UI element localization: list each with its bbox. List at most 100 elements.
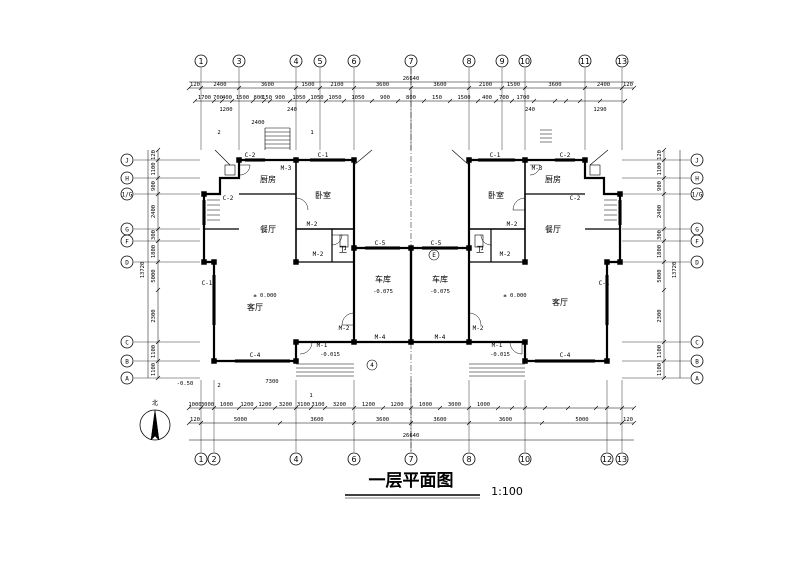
axis-label-bottom: 10: [520, 455, 530, 464]
dim-right-tick: [661, 175, 667, 181]
dim-bottom-1-text: 1200: [258, 402, 271, 408]
dim-top-1-text: 3600: [376, 82, 389, 88]
column: [293, 358, 299, 364]
dim-left-total: 13720: [140, 262, 146, 279]
door-m1-left: [299, 341, 313, 355]
axis-label-left: B: [125, 359, 129, 366]
door-m3-left: [239, 164, 251, 176]
axis-bubble: [120, 234, 134, 248]
axis-bubble: [347, 54, 361, 68]
dim-top-2-tick: [493, 98, 499, 104]
dim-top-2-text: 400: [222, 95, 232, 101]
axis-bubble: [347, 452, 361, 466]
dim-top-2-tick: [267, 98, 273, 104]
dim-right-tick: [661, 226, 667, 232]
dim-top-2-tick: [531, 98, 537, 104]
axis-label-left: G: [125, 227, 129, 234]
axis-bubble: [313, 54, 327, 68]
dim-top-2-text: 1700: [516, 95, 529, 101]
component-label: M-2: [339, 325, 350, 332]
elevation-label: -0.075: [430, 289, 450, 295]
dim-top-2-tick: [287, 98, 293, 104]
axis-label-left: C: [125, 340, 129, 347]
axis-bubble: [207, 452, 221, 466]
dim-top-1-text: 120: [623, 82, 633, 88]
dim-bottom-1-tick: [351, 405, 357, 411]
dim-bottom-1-text: 3200: [279, 402, 292, 408]
axis-bubble: [194, 54, 208, 68]
dim-top-1-text: 1500: [507, 82, 520, 88]
misc-label: 1290: [593, 107, 606, 113]
dim-top-1-text: 2400: [213, 82, 226, 88]
dim-bottom-1-text: 1000: [419, 402, 432, 408]
dim-top-1-tick: [619, 85, 625, 91]
axis-bubble: [495, 54, 509, 68]
component-label: C-2: [560, 152, 571, 159]
component-label: M-2: [473, 325, 484, 332]
dim-top-2-text: 1500: [457, 95, 470, 101]
component-label: C-2: [245, 152, 256, 159]
dim-bottom-1-tick: [509, 405, 515, 411]
dim-bottom-2-tick: [198, 420, 204, 426]
axis-label-bottom: 1: [198, 455, 203, 464]
axis-label-top: 6: [351, 57, 356, 66]
column: [408, 245, 414, 251]
axis-label-top: 1: [198, 57, 203, 66]
dim-bottom-1-text: 3100: [297, 402, 310, 408]
axis-bubble: [518, 54, 532, 68]
axis-bubble: [120, 354, 134, 368]
dim-top-2-tick: [369, 98, 375, 104]
room-living-left: 客厅: [247, 302, 263, 312]
column: [466, 339, 472, 345]
dim-bottom-1-text: 1000: [220, 402, 233, 408]
misc-label: 7300: [265, 379, 278, 385]
dim-right-text: 5000: [657, 269, 663, 282]
dim-right-text: 2400: [657, 205, 663, 218]
column: [466, 157, 472, 163]
dim-left-text: 2400: [151, 205, 157, 218]
axis-label-top: 8: [466, 57, 471, 66]
axis-label-top: 11: [580, 57, 590, 66]
dim-top-2-text: 150: [262, 95, 272, 101]
dim-bottom-1-tick: [542, 405, 548, 411]
column: [522, 259, 528, 265]
elevation-label: -0.015: [490, 352, 510, 358]
dim-right-text: 300: [657, 230, 663, 240]
dim-bottom-1-tick: [252, 405, 258, 411]
dim-right-tick: [661, 375, 667, 381]
callout-circle: [428, 249, 440, 261]
dim-left-tick: [155, 147, 161, 153]
drawing-title: 一层平面图: [369, 471, 454, 491]
room-garage-right: 车库: [432, 274, 448, 284]
axis-bubble: [578, 54, 592, 68]
dim-right-text: 1100: [657, 345, 663, 358]
axis-label-left: H: [125, 176, 129, 183]
room-bedroom-left: 卧室: [315, 190, 331, 200]
dim-left-tick: [155, 287, 161, 293]
dim-right-tick: [661, 287, 667, 293]
dim-bottom-1-tick: [466, 405, 472, 411]
axis-label-top: 5: [317, 57, 322, 66]
walls: [201, 157, 623, 364]
column: [211, 358, 217, 364]
column: [351, 339, 357, 345]
dim-top-2-tick: [341, 98, 347, 104]
dim-right-text: 1100: [657, 363, 663, 376]
component-label: C-1: [599, 280, 610, 287]
dim-top-2-tick: [563, 98, 569, 104]
axis-label-top: 13: [617, 57, 627, 66]
dim-bottom-1-tick: [198, 405, 204, 411]
callout-circle: [366, 359, 378, 371]
dim-bottom-2-text: 3600: [433, 417, 446, 423]
dim-top-1-text: 2100: [479, 82, 492, 88]
column: [293, 259, 299, 265]
eave: [589, 149, 609, 166]
room-bedroom-right: 卧室: [488, 190, 504, 200]
dim-top-1-tick: [466, 85, 472, 91]
dim-bottom-1-tick: [604, 405, 610, 411]
dim-bottom-1-tick: [631, 405, 637, 411]
dim-left-tick: [155, 157, 161, 163]
dim-top-2-text: 1700: [198, 95, 211, 101]
elevation-label: -0.015: [320, 352, 340, 358]
